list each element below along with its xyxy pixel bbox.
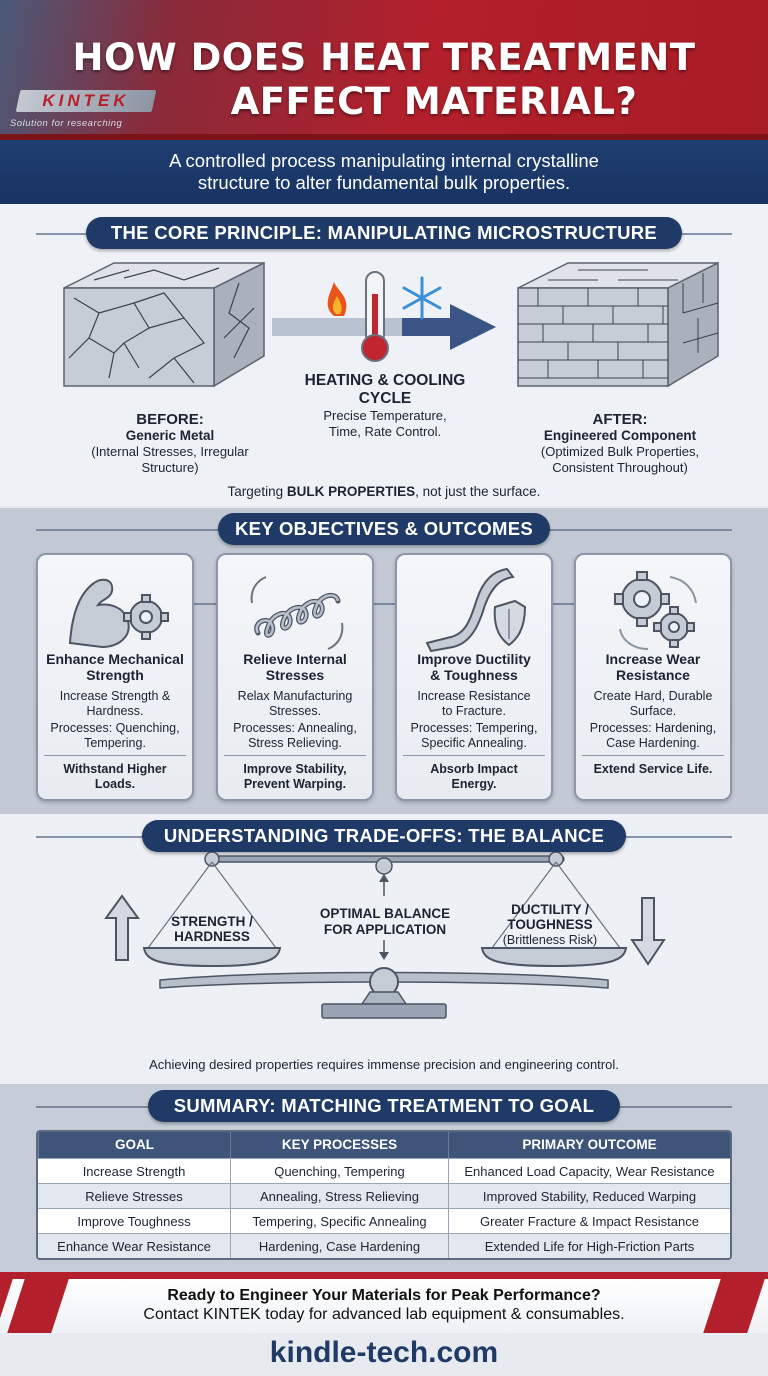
- table-cell: Enhanced Load Capacity, Wear Resistance: [448, 1159, 730, 1183]
- gears-icon: [614, 571, 697, 650]
- card-outcome: Improve Stability, Prevent Warping.: [224, 755, 366, 792]
- snowflake-icon: [402, 276, 442, 320]
- card-processes: Processes: Quenching, Tempering.: [50, 721, 180, 750]
- card-title: Relieve Internal Stresses: [243, 651, 347, 683]
- flame-icon: [327, 282, 347, 316]
- column-header: PRIMARY OUTCOME: [448, 1132, 730, 1158]
- card-outcome: Extend Service Life.: [582, 755, 724, 777]
- bent-bar-shield-icon: [425, 567, 527, 653]
- table-row: Improve Toughness Tempering, Specific An…: [38, 1208, 730, 1233]
- objective-card-stress: Relieve Internal Stresses Relax Manufact…: [216, 553, 374, 801]
- target-prefix: Targeting: [227, 484, 287, 499]
- precision-note: Achieving desired properties requires im…: [149, 1057, 619, 1072]
- bulk-properties-note: Targeting BULK PROPERTIES, not just the …: [0, 484, 768, 499]
- table-cell: Relieve Stresses: [85, 1189, 183, 1204]
- card-connector: [371, 603, 397, 605]
- table-row: Enhance Wear Resistance Hardening, Case …: [38, 1233, 730, 1258]
- heating-cooling-graphic: [272, 271, 496, 362]
- card-outcome: Withstand Higher Loads.: [44, 755, 186, 792]
- card-connector: [192, 603, 218, 605]
- objective-card-wear: Increase Wear Resistance Create Hard, Du…: [574, 553, 732, 801]
- before-caption: BEFORE: Generic Metal (Internal Stresses…: [80, 412, 260, 476]
- cycle-title: HEATING & COOLING CYCLE: [304, 372, 466, 407]
- objective-card-ductility: Improve Ductility & Toughness Increase R…: [395, 553, 553, 801]
- before-subtitle: Generic Metal: [125, 428, 215, 443]
- before-detail: (Internal Stresses, Irregular Structure): [91, 444, 249, 475]
- table-cell: Annealing, Stress Relieving: [230, 1184, 448, 1208]
- strength-hardness-label: STRENGTH / HARDNESS: [171, 914, 253, 944]
- core-principle-heading: THE CORE PRINCIPLE: MANIPULATING MICROST…: [86, 217, 682, 249]
- up-arrow-icon: [104, 894, 140, 961]
- after-grain-block-icon: [517, 261, 719, 388]
- cta-divider: [0, 1272, 768, 1279]
- column-header: GOAL: [38, 1132, 230, 1158]
- table-cell: Improve Toughness: [77, 1214, 191, 1229]
- card-connector: [550, 603, 576, 605]
- ductility-title: DUCTILITY / TOUGHNESS: [507, 902, 593, 932]
- objective-card-strength: Enhance Mechanical Strength Increase Str…: [36, 553, 194, 801]
- table-cell: Greater Fracture & Impact Resistance: [448, 1209, 730, 1233]
- table-cell: Increase Strength: [82, 1164, 186, 1179]
- tradeoffs-heading: UNDERSTANDING TRADE-OFFS: THE BALANCE: [142, 820, 626, 852]
- subtitle-band: A controlled process manipulating intern…: [0, 140, 768, 204]
- card-processes: Processes: Annealing, Stress Relieving.: [233, 721, 357, 750]
- after-title: AFTER:: [592, 411, 648, 428]
- summary-table: GOAL KEY PROCESSES PRIMARY OUTCOME Incre…: [36, 1130, 732, 1260]
- before-grain-block-icon: [63, 261, 265, 388]
- spring-icon: [250, 576, 344, 650]
- thermometer-icon: [361, 271, 389, 362]
- card-description: Relax Manufacturing Stresses.: [237, 689, 353, 718]
- card-title: Enhance Mechanical Strength: [46, 651, 184, 683]
- table-cell: Enhance Wear Resistance: [57, 1239, 211, 1254]
- after-detail: (Optimized Bulk Properties, Consistent T…: [540, 444, 700, 475]
- column-header: KEY PROCESSES: [230, 1132, 448, 1158]
- table-cell: Quenching, Tempering: [230, 1159, 448, 1183]
- objectives-heading: KEY OBJECTIVES & OUTCOMES: [218, 513, 550, 545]
- table-cell: Hardening, Case Hardening: [230, 1234, 448, 1258]
- card-processes: Processes: Hardening, Case Hardening.: [589, 721, 717, 750]
- optimal-balance-label: OPTIMAL BALANCE FOR APPLICATION: [319, 906, 451, 937]
- logo-tagline: Solution for researching: [10, 118, 123, 129]
- card-processes: Processes: Tempering, Specific Annealing…: [410, 721, 538, 750]
- table-header-row: GOAL KEY PROCESSES PRIMARY OUTCOME: [38, 1132, 730, 1158]
- card-description: Create Hard, Durable Surface.: [593, 689, 713, 718]
- page-title-line1: HOW DOES HEAT TREATMENT: [72, 36, 696, 79]
- website-link[interactable]: kindle-tech.com: [0, 1333, 768, 1376]
- card-title: Improve Ductility & Toughness: [417, 651, 531, 683]
- card-outcome: Absorb Impact Energy.: [403, 755, 545, 792]
- card-title: Increase Wear Resistance: [605, 651, 701, 683]
- header-banner: KINTEK Solution for researching: [0, 0, 768, 140]
- summary-heading: SUMMARY: MATCHING TREATMENT TO GOAL: [148, 1090, 620, 1122]
- table-cell: Extended Life for High-Friction Parts: [448, 1234, 730, 1258]
- page-subtitle: A controlled process manipulating intern…: [169, 150, 599, 193]
- call-to-action: Ready to Engineer Your Materials for Pea…: [0, 1279, 768, 1333]
- table-row: Increase Strength Quenching, Tempering E…: [38, 1158, 730, 1183]
- target-suffix: , not just the surface.: [415, 484, 541, 499]
- cta-contact: Contact KINTEK today for advanced lab eq…: [143, 1306, 625, 1323]
- before-title: BEFORE:: [136, 411, 204, 428]
- card-description: Increase Strength & Hardness.: [59, 689, 171, 718]
- balance-scale-icon: [104, 852, 666, 1019]
- ductility-toughness-label: DUCTILITY / TOUGHNESS (Brittleness Risk): [490, 902, 610, 948]
- cycle-detail: Precise Temperature, Time, Rate Control.: [323, 408, 447, 439]
- after-caption: AFTER: Engineered Component (Optimized B…: [520, 412, 720, 476]
- page-title-line2: AFFECT MATERIAL?: [230, 80, 638, 123]
- table-cell: Improved Stability, Reduced Warping: [448, 1184, 730, 1208]
- brittleness-note: (Brittleness Risk): [502, 933, 598, 947]
- target-bold: BULK PROPERTIES: [286, 484, 416, 499]
- card-description: Increase Resistance to Fracture.: [417, 689, 531, 718]
- flexed-arm-gear-icon: [68, 578, 169, 649]
- cta-headline: Ready to Engineer Your Materials for Pea…: [167, 1287, 601, 1304]
- after-subtitle: Engineered Component: [543, 428, 697, 443]
- table-row: Relieve Stresses Annealing, Stress Relie…: [38, 1183, 730, 1208]
- down-arrow-icon: [630, 897, 666, 966]
- table-cell: Tempering, Specific Annealing: [230, 1209, 448, 1233]
